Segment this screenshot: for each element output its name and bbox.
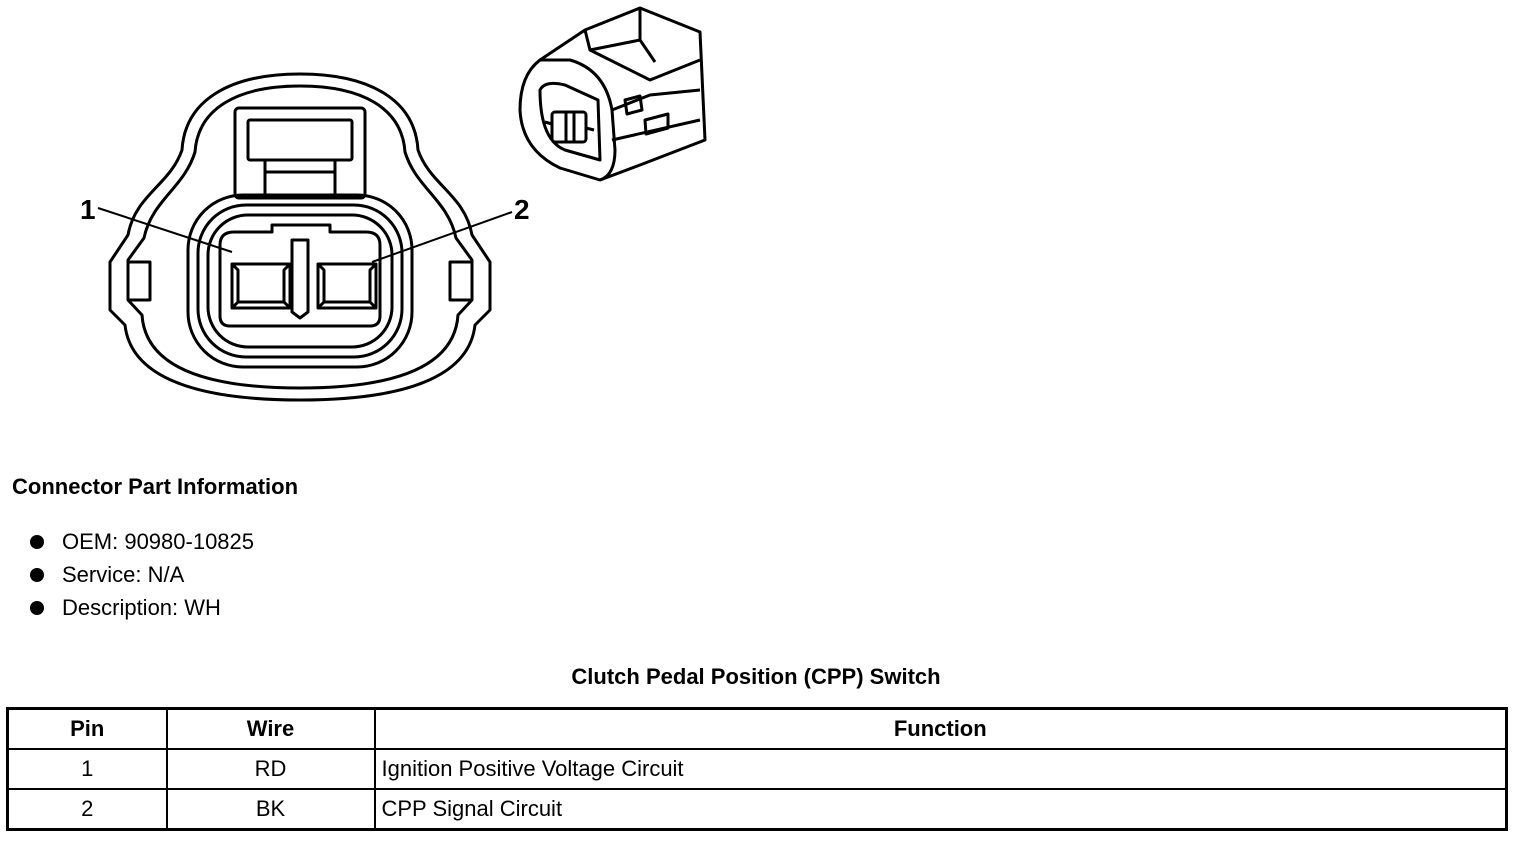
connector-face-drawing xyxy=(97,6,707,402)
seal-ring-3 xyxy=(206,213,394,349)
connector-3d-view xyxy=(518,6,707,182)
seal-ring-1 xyxy=(186,193,414,369)
header-pin: Pin xyxy=(6,707,168,750)
cell-pin: 1 xyxy=(6,748,168,790)
terminal-body xyxy=(218,223,382,328)
description-text: Description: WH xyxy=(62,595,221,620)
pin-table: Pin Wire Function 1 RD Ignition Positive… xyxy=(6,707,1508,831)
service-text: Service: N/A xyxy=(62,562,185,587)
left-side-tab xyxy=(128,260,152,302)
pin-table-title: Clutch Pedal Position (CPP) Switch xyxy=(571,664,941,689)
table-header-row: Pin Wire Function xyxy=(6,707,1508,750)
connector-info-list: OEM: 90980-10825 Service: N/A Descriptio… xyxy=(28,528,254,627)
header-wire: Wire xyxy=(165,707,376,750)
table-row: 2 BK CPP Signal Circuit xyxy=(6,788,1508,831)
cell-pin: 2 xyxy=(6,788,168,831)
oem-text: OEM: 90980-10825 xyxy=(62,529,255,554)
cell-function: CPP Signal Circuit xyxy=(373,788,1508,831)
pin-1-cavity xyxy=(230,262,292,310)
cell-wire: RD xyxy=(165,748,376,790)
bullet-icon xyxy=(30,568,44,582)
pin-2-leader xyxy=(371,211,513,263)
connector-info-title: Connector Part Information xyxy=(12,474,299,499)
cell-wire: BK xyxy=(165,788,376,831)
pin-1-leader xyxy=(97,207,233,253)
latch-inner xyxy=(246,118,354,162)
connector-diagram: 1 2 xyxy=(0,0,760,440)
header-function: Function xyxy=(373,707,1508,750)
bullet-icon xyxy=(30,601,44,615)
center-key xyxy=(290,238,310,320)
housing-inner-outline xyxy=(126,84,474,390)
cell-function: Ignition Positive Voltage Circuit xyxy=(373,748,1508,790)
pin-2-label: 2 xyxy=(514,194,530,225)
housing-outline xyxy=(108,72,492,402)
list-item: OEM: 90980-10825 xyxy=(28,528,254,561)
latch-outer xyxy=(233,106,367,200)
right-side-tab xyxy=(448,260,472,302)
list-item: Service: N/A xyxy=(28,561,254,594)
bullet-icon xyxy=(30,535,44,549)
list-item: Description: WH xyxy=(28,594,254,627)
latch-tab xyxy=(263,160,337,195)
seal-ring-2 xyxy=(196,203,404,359)
table-row: 1 RD Ignition Positive Voltage Circuit xyxy=(6,748,1508,790)
pin-1-label: 1 xyxy=(80,194,96,225)
pin-2-cavity xyxy=(316,262,378,310)
